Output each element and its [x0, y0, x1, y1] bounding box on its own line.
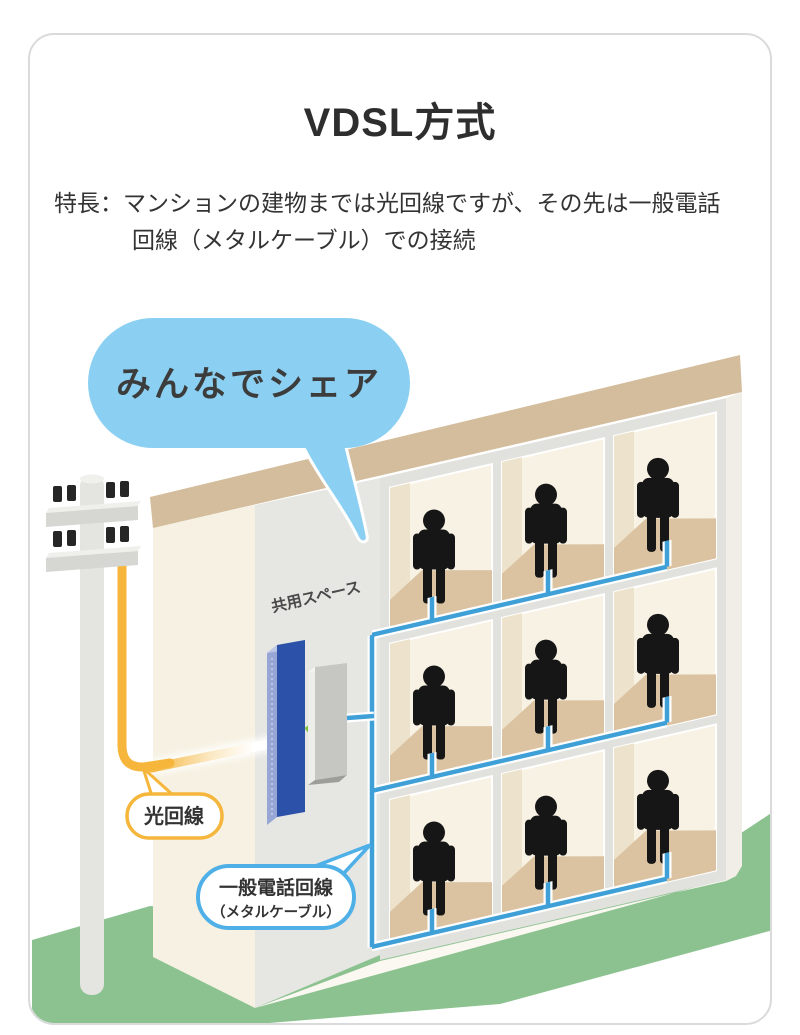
crossarm-upper [46, 481, 141, 527]
vdsl-diagram-svg: みんなでシェア 共用スペース 光回線 一般電話回線 （メタルケーブル） [32, 318, 770, 1023]
vdsl-equipment [267, 640, 347, 825]
apartment-building [150, 355, 742, 1008]
feature-description: 特長：マンションの建物までは光回線ですが、その先は一般電話 回線（メタルケーブル… [54, 185, 770, 259]
speech-bubble-tail [297, 436, 369, 544]
speech-bubble-label: みんなでシェア [116, 365, 382, 404]
optical-line-badge: 光回線 [125, 763, 224, 840]
optical-line-badge-pill [125, 792, 224, 840]
building-base [255, 876, 736, 1008]
gray-unit-side [308, 667, 315, 785]
unit-grid [367, 398, 726, 960]
speech-bubble-body [88, 318, 410, 448]
phone-line-label-line2: （メタルケーブル） [211, 903, 341, 921]
phone-line-label-line1: 一般電話回線 [219, 876, 333, 899]
metal-cable-lines [369, 540, 670, 950]
building-right-wall [726, 392, 742, 881]
blue-unit-front [277, 640, 305, 817]
equipment-feed [346, 713, 375, 721]
crossarm-lower [46, 526, 141, 572]
phone-line-badge-pill [196, 864, 356, 930]
vdsl-info-card: VDSL方式 特長：マンションの建物までは光回線ですが、その先は一般電話 回線（… [28, 33, 772, 1025]
gray-unit-bottom [308, 775, 347, 785]
utility-pole [46, 474, 141, 995]
phone-line-badge: 一般電話回線 （メタルケーブル） [196, 843, 372, 930]
gray-unit-front [315, 663, 347, 780]
feature-description-line1: 特長：マンションの建物までは光回線ですが、その先は一般電話 [54, 190, 721, 216]
building-roof [150, 355, 742, 528]
speech-bubble: みんなでシェア [88, 318, 410, 544]
optical-line-label: 光回線 [143, 804, 204, 828]
page-title: VDSL方式 [303, 101, 497, 145]
vdsl-diagram: みんなでシェア 共用スペース 光回線 一般電話回線 （メタルケーブル） [30, 310, 770, 1023]
feature-description-line2: 回線（メタルケーブル）での接続 [132, 227, 476, 253]
